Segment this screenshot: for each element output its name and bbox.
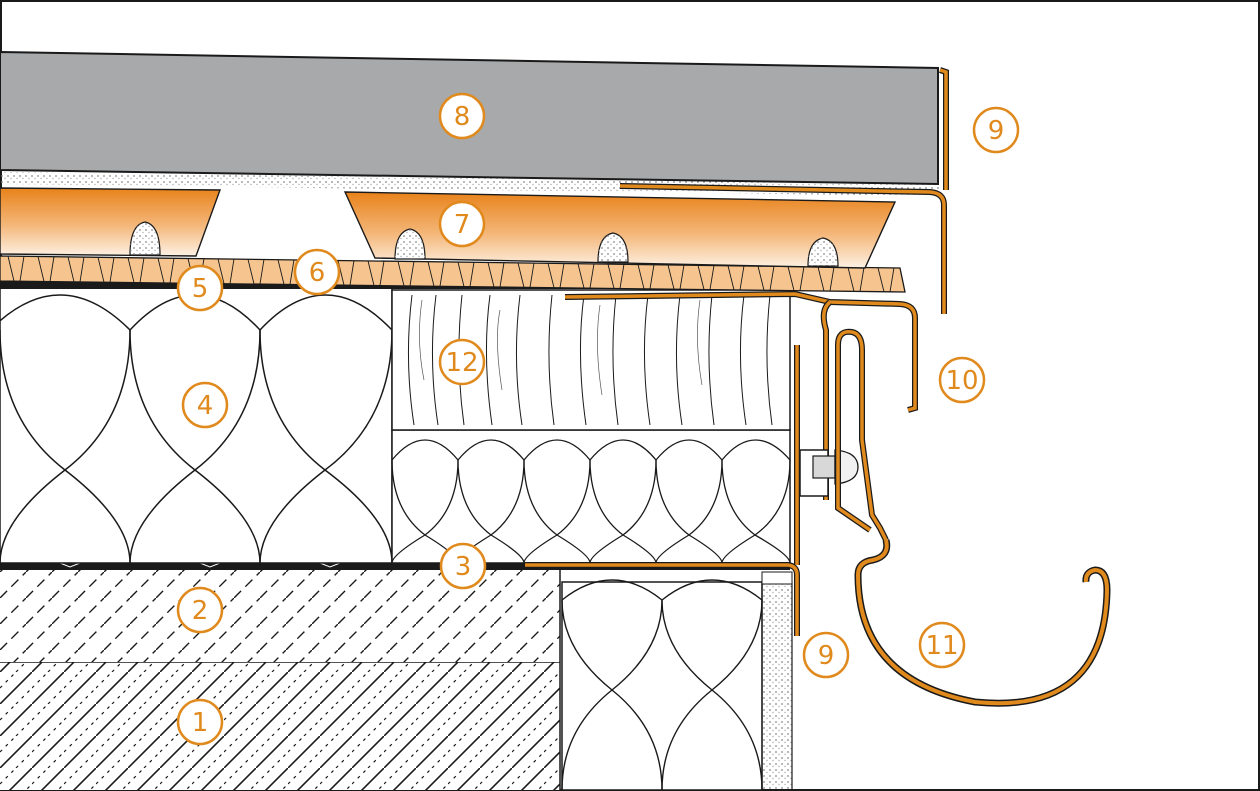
layer-1-concrete-slab: [0, 661, 560, 790]
callout-label: 3: [455, 552, 472, 582]
callout-c12: 12: [438, 338, 486, 386]
callout-label: 2: [192, 596, 209, 626]
callout-label: 9: [988, 116, 1005, 146]
callout-circle: [438, 92, 486, 140]
gutter-bracket: [799, 328, 889, 542]
callout-circle: [438, 338, 486, 386]
callout-c10: 10: [938, 356, 986, 404]
callout-c3: 3: [439, 542, 487, 590]
callout-label: 1: [192, 708, 209, 738]
callout-circle: [918, 621, 966, 669]
callout-label: 12: [445, 348, 478, 378]
callout-circle: [293, 248, 341, 296]
callout-circle: [176, 264, 224, 312]
callout-c1: 1: [176, 698, 224, 746]
callout-label: 11: [925, 631, 958, 661]
callout-c9a: 9: [972, 106, 1020, 154]
callout-label: 6: [309, 258, 326, 288]
fascia-profile-9-bottom: [525, 345, 800, 636]
callout-circle: [972, 106, 1020, 154]
callout-label: 10: [945, 366, 978, 396]
callout-c4: 4: [181, 381, 229, 429]
layer-7-bedding-pads: [0, 172, 940, 269]
callout-c11: 11: [918, 621, 966, 669]
drip-profile-10: [564, 290, 918, 500]
callout-circle: [438, 200, 486, 248]
callout-c8: 8: [438, 92, 486, 140]
edge-insulation: [391, 429, 791, 564]
callout-label: 9: [818, 641, 835, 671]
callout-c9b: 9: [802, 631, 850, 679]
callout-circle: [181, 381, 229, 429]
edge-profile-9-top: [619, 67, 949, 314]
callout-c2: 2: [176, 586, 224, 634]
layer-3-vapour-barrier: [0, 562, 790, 570]
callout-label: 4: [197, 391, 214, 421]
callout-c6: 6: [293, 248, 341, 296]
layer-6-drainage-mat: [0, 255, 906, 293]
wall-insulation: [561, 571, 793, 791]
callout-c5: 5: [176, 264, 224, 312]
callout-circle: [176, 698, 224, 746]
callout-label: 5: [192, 274, 209, 304]
callout-circle: [802, 631, 850, 679]
callout-label: 8: [454, 102, 471, 132]
callout-label: 7: [454, 210, 471, 240]
callout-circle: [176, 586, 224, 634]
callout-c7: 7: [438, 200, 486, 248]
gutter-11: [854, 539, 1111, 707]
callout-circle: [938, 356, 986, 404]
callout-circle: [439, 542, 487, 590]
